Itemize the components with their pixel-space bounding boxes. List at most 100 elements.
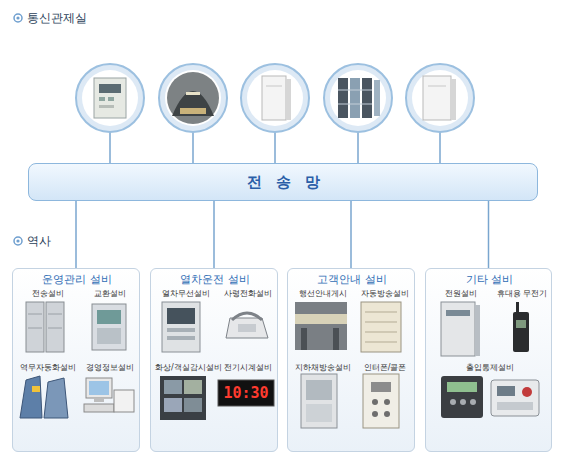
equipment-photo	[92, 304, 126, 350]
equipment-label: 자동방송설비	[361, 289, 409, 299]
equipment-photo	[333, 328, 339, 350]
group-background	[12, 268, 140, 452]
equipment-photo	[89, 381, 109, 395]
cabinet-photo	[423, 76, 451, 120]
equipment-photo	[46, 302, 64, 352]
equipment-photo	[513, 312, 529, 352]
panel-photo	[99, 97, 105, 101]
cabinet-photo	[286, 79, 291, 120]
equipment-label: 사령전화설비	[224, 289, 272, 299]
equipment-photo	[522, 387, 532, 397]
leader-line	[357, 132, 359, 163]
equipment-photo	[363, 374, 399, 428]
rack-photo	[338, 78, 348, 118]
cabinet-photo	[451, 79, 456, 120]
group-title: 운영관리 설비	[42, 273, 112, 286]
equipment-photo	[365, 332, 397, 333]
equipment-photo	[384, 399, 390, 405]
tunnel-photo	[180, 108, 206, 114]
leader-line	[274, 132, 276, 163]
equipment-circle	[330, 70, 386, 126]
cabinet-photo	[262, 76, 286, 120]
equipment-photo	[365, 322, 397, 323]
equipment-label: 휴대용 무전기	[497, 289, 548, 299]
equipment-photo	[97, 328, 121, 344]
equipment-photo	[301, 328, 307, 350]
equipment-circle	[324, 64, 392, 132]
panel-photo	[108, 97, 114, 101]
equipment-photo	[491, 380, 539, 416]
equipment-photo	[164, 380, 182, 394]
equipment-photo	[84, 404, 114, 412]
panel-photo	[99, 84, 121, 93]
leader-line	[439, 132, 441, 163]
equipment-label: 인터폰/콜폰	[364, 363, 407, 373]
equipment-photo	[371, 382, 391, 392]
section-bullet	[16, 16, 19, 19]
section-heading: 통신관제실	[27, 11, 87, 25]
equipment-label: 전원설비	[445, 289, 477, 299]
equipment-photo	[48, 314, 62, 315]
equipment-photo	[48, 328, 62, 329]
equipment-photo	[86, 378, 112, 398]
equipment-photo	[516, 302, 519, 314]
equipment-photo	[361, 302, 401, 352]
equipment-circle	[76, 64, 144, 132]
clock-digits: 10:30	[218, 380, 274, 406]
equipment-photo	[160, 376, 206, 420]
equipment-photo	[114, 390, 134, 412]
tunnel-photo	[172, 91, 214, 116]
tunnel-photo	[167, 72, 219, 124]
equipment-photo	[238, 324, 256, 332]
panel-photo	[99, 105, 114, 108]
equipment-circle	[82, 70, 138, 126]
rack-photo	[338, 90, 372, 91]
equipment-photo	[446, 310, 470, 316]
equipment-photo	[470, 399, 476, 405]
equipment-photo	[460, 399, 466, 405]
equipment-photo	[497, 386, 515, 396]
equipment-photo	[218, 380, 274, 406]
equipment-photo	[497, 402, 533, 410]
cabinet-photo	[266, 86, 282, 87]
equipment-label: 경영정보설비	[86, 363, 134, 373]
equipment-photo	[28, 328, 42, 329]
equipment-photo	[365, 342, 397, 343]
equipment-photo	[167, 336, 195, 340]
equipment-label: 전송설비	[32, 289, 64, 299]
equipment-photo	[184, 380, 202, 394]
equipment-photo	[226, 318, 268, 338]
equipment-label: 행선안내게시	[299, 289, 347, 299]
equipment-circle	[241, 64, 309, 132]
rack-photo	[338, 78, 380, 118]
network-link	[488, 201, 490, 268]
tunnel-photo	[186, 92, 200, 95]
equipment-photo	[295, 314, 347, 324]
equipment-photo	[97, 310, 121, 324]
equipment-group: 고객안내 설비행선안내게시자동방송설비지하채방송설비인터폰/콜폰	[287, 268, 415, 452]
equipment-photo	[384, 411, 390, 417]
group-background	[425, 268, 552, 452]
equipment-circle	[247, 70, 303, 126]
equipment-photo	[306, 380, 332, 400]
equipment-photo	[450, 399, 456, 405]
equipment-photo	[167, 308, 195, 324]
equipment-photo	[306, 404, 332, 422]
equipment-photo	[365, 312, 397, 313]
group-title: 기타 설비	[466, 273, 514, 286]
equipment-label: 출입통제설비	[466, 363, 514, 373]
equipment-label: 교환설비	[94, 289, 126, 299]
band-title: 전송망	[233, 173, 334, 192]
leader-line	[109, 132, 111, 163]
group-title: 고객안내 설비	[317, 273, 387, 286]
group-background	[287, 268, 415, 452]
tunnel-photo	[167, 72, 219, 124]
equipment-photo	[184, 398, 202, 412]
network-link	[213, 201, 215, 268]
equipment-photo	[44, 378, 68, 418]
network-band: 전송망	[28, 163, 538, 201]
cabinet-photo	[262, 76, 456, 120]
rack-photo	[338, 104, 372, 105]
